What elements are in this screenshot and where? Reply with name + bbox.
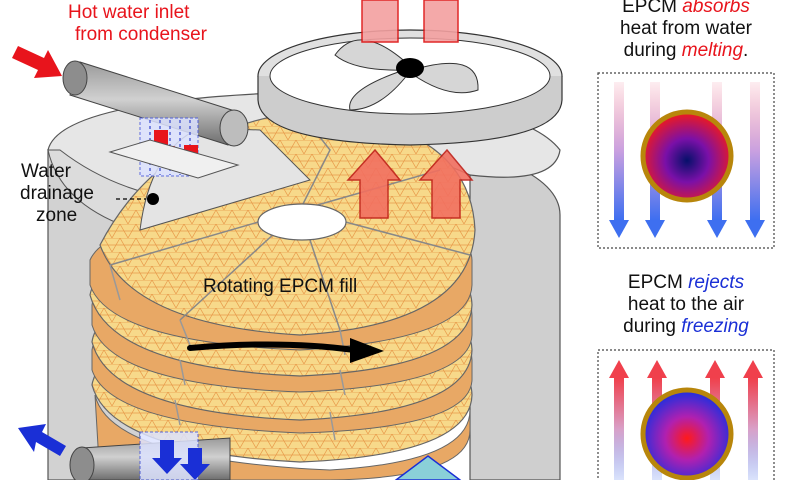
drainage-marker xyxy=(116,193,159,205)
melting-panel xyxy=(597,72,775,249)
epcm-capsule-freezing xyxy=(640,387,734,480)
rotation-arrow-icon xyxy=(187,338,384,363)
epcm-capsule-melting xyxy=(640,109,734,203)
water-outlet-arrow xyxy=(18,424,66,456)
freezing-caption-line1: EPCM rejects xyxy=(628,272,745,293)
drainage-label-line2: drainage xyxy=(20,183,94,204)
drainage-label-line3: zone xyxy=(36,205,77,226)
freezing-caption-line3: during freezing xyxy=(623,316,749,337)
water-spray xyxy=(108,117,240,179)
melting-caption-line1: EPCM absorbs xyxy=(622,0,750,17)
melting-caption-line3: during melting. xyxy=(624,40,749,61)
water-inlet-arrow xyxy=(12,46,62,78)
drainage-label-line1: Water xyxy=(21,161,72,182)
epcm-fill-stack xyxy=(89,111,476,480)
melting-caption-line2: heat from water xyxy=(620,18,753,39)
cool-air-inlet xyxy=(394,455,462,480)
freezing-caption: EPCM rejects heat to the air during free… xyxy=(623,272,749,337)
hot-air-arrows xyxy=(346,148,474,219)
melting-caption: EPCM absorbs heat from water during melt… xyxy=(620,0,753,61)
outlet-pipe xyxy=(69,431,231,480)
freezing-panel xyxy=(597,349,775,480)
freezing-caption-line2: heat to the air xyxy=(628,294,745,315)
fan xyxy=(257,0,563,146)
inlet-label-line1: Hot water inlet xyxy=(68,2,190,23)
inlet-label-line2: from condenser xyxy=(75,24,208,45)
fill-label: Rotating EPCM fill xyxy=(203,276,357,297)
